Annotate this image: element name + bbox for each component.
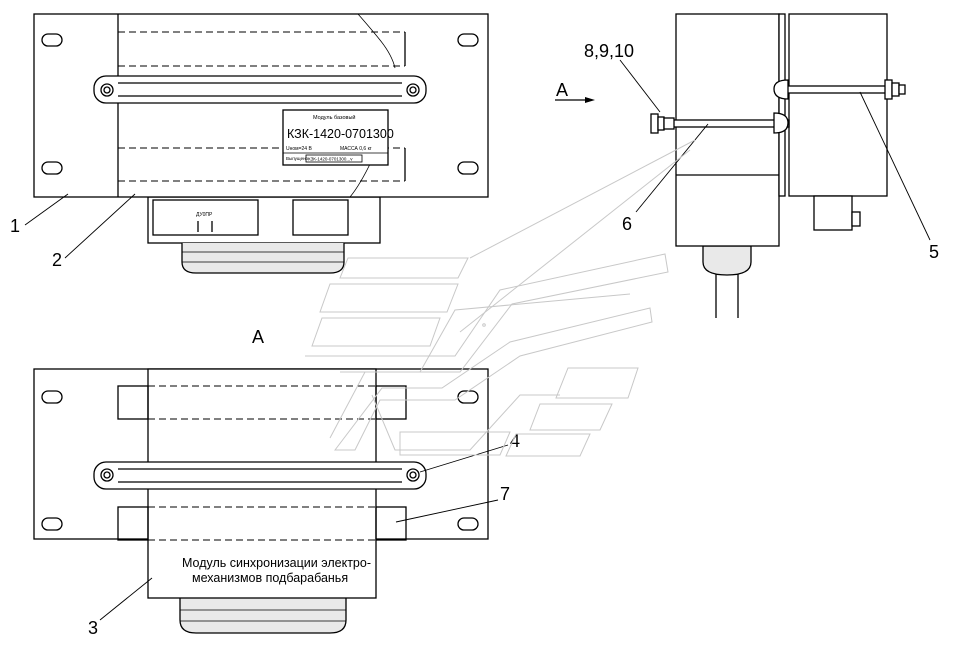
- screw-icon: [406, 83, 420, 97]
- module-body-2: [788, 13, 888, 197]
- connector-housing: [147, 196, 381, 244]
- screw-icon: [406, 468, 420, 482]
- front-view: ДУ0ПР Модуль базовый КЗК: [33, 13, 489, 274]
- mount-slot: [457, 33, 479, 47]
- module-body: [675, 13, 780, 247]
- rod-6: [662, 119, 790, 128]
- rod-5: [778, 85, 890, 94]
- nameplate: Модуль базовый КЗК-1420-0701300 Uном=24 …: [282, 109, 394, 166]
- svg-text:КЗК-1420-0701300...v: КЗК-1420-0701300...v: [308, 157, 353, 162]
- view-arrow-label: A: [556, 80, 568, 100]
- callout-7: 7: [500, 484, 510, 504]
- callout-8-9-10: 8,9,10: [584, 41, 634, 61]
- base-plate: [33, 13, 489, 198]
- svg-text:Модуль базовый: Модуль базовый: [313, 114, 356, 121]
- mount-slot: [41, 33, 63, 47]
- callout-1: 1: [10, 216, 20, 236]
- connector-mark: ДУ0ПР: [196, 212, 213, 218]
- module-caption-line2: механизмов подбарабанья: [192, 571, 348, 585]
- svg-text:Выпущено: Выпущено: [286, 156, 309, 161]
- din-rail: [93, 75, 427, 104]
- screw-icon: [100, 468, 114, 482]
- svg-text:Uном=24 В: Uном=24 В: [286, 146, 312, 152]
- view-a-label: A: [252, 327, 264, 347]
- svg-text:МАССА 0,6 кг: МАССА 0,6 кг: [340, 146, 372, 152]
- callout-5: 5: [929, 242, 939, 262]
- mount-slot: [41, 161, 63, 175]
- callout-3: 3: [88, 618, 98, 638]
- side-view: A: [555, 13, 906, 318]
- callout-6: 6: [622, 214, 632, 234]
- callout-4: 4: [510, 431, 520, 451]
- screw-icon: [100, 83, 114, 97]
- cable-boot-side: [702, 245, 752, 276]
- view-a: Модуль синхронизации электро- механизмов…: [33, 368, 489, 634]
- cable-boot: [181, 243, 345, 274]
- svg-text:КЗК-1420-0701300: КЗК-1420-0701300: [287, 127, 394, 141]
- mount-slot: [457, 161, 479, 175]
- module-caption-line1: Модуль синхронизации электро-: [182, 556, 371, 570]
- callout-2: 2: [52, 250, 62, 270]
- watermark: [305, 139, 696, 457]
- arrow-icon: [585, 97, 595, 103]
